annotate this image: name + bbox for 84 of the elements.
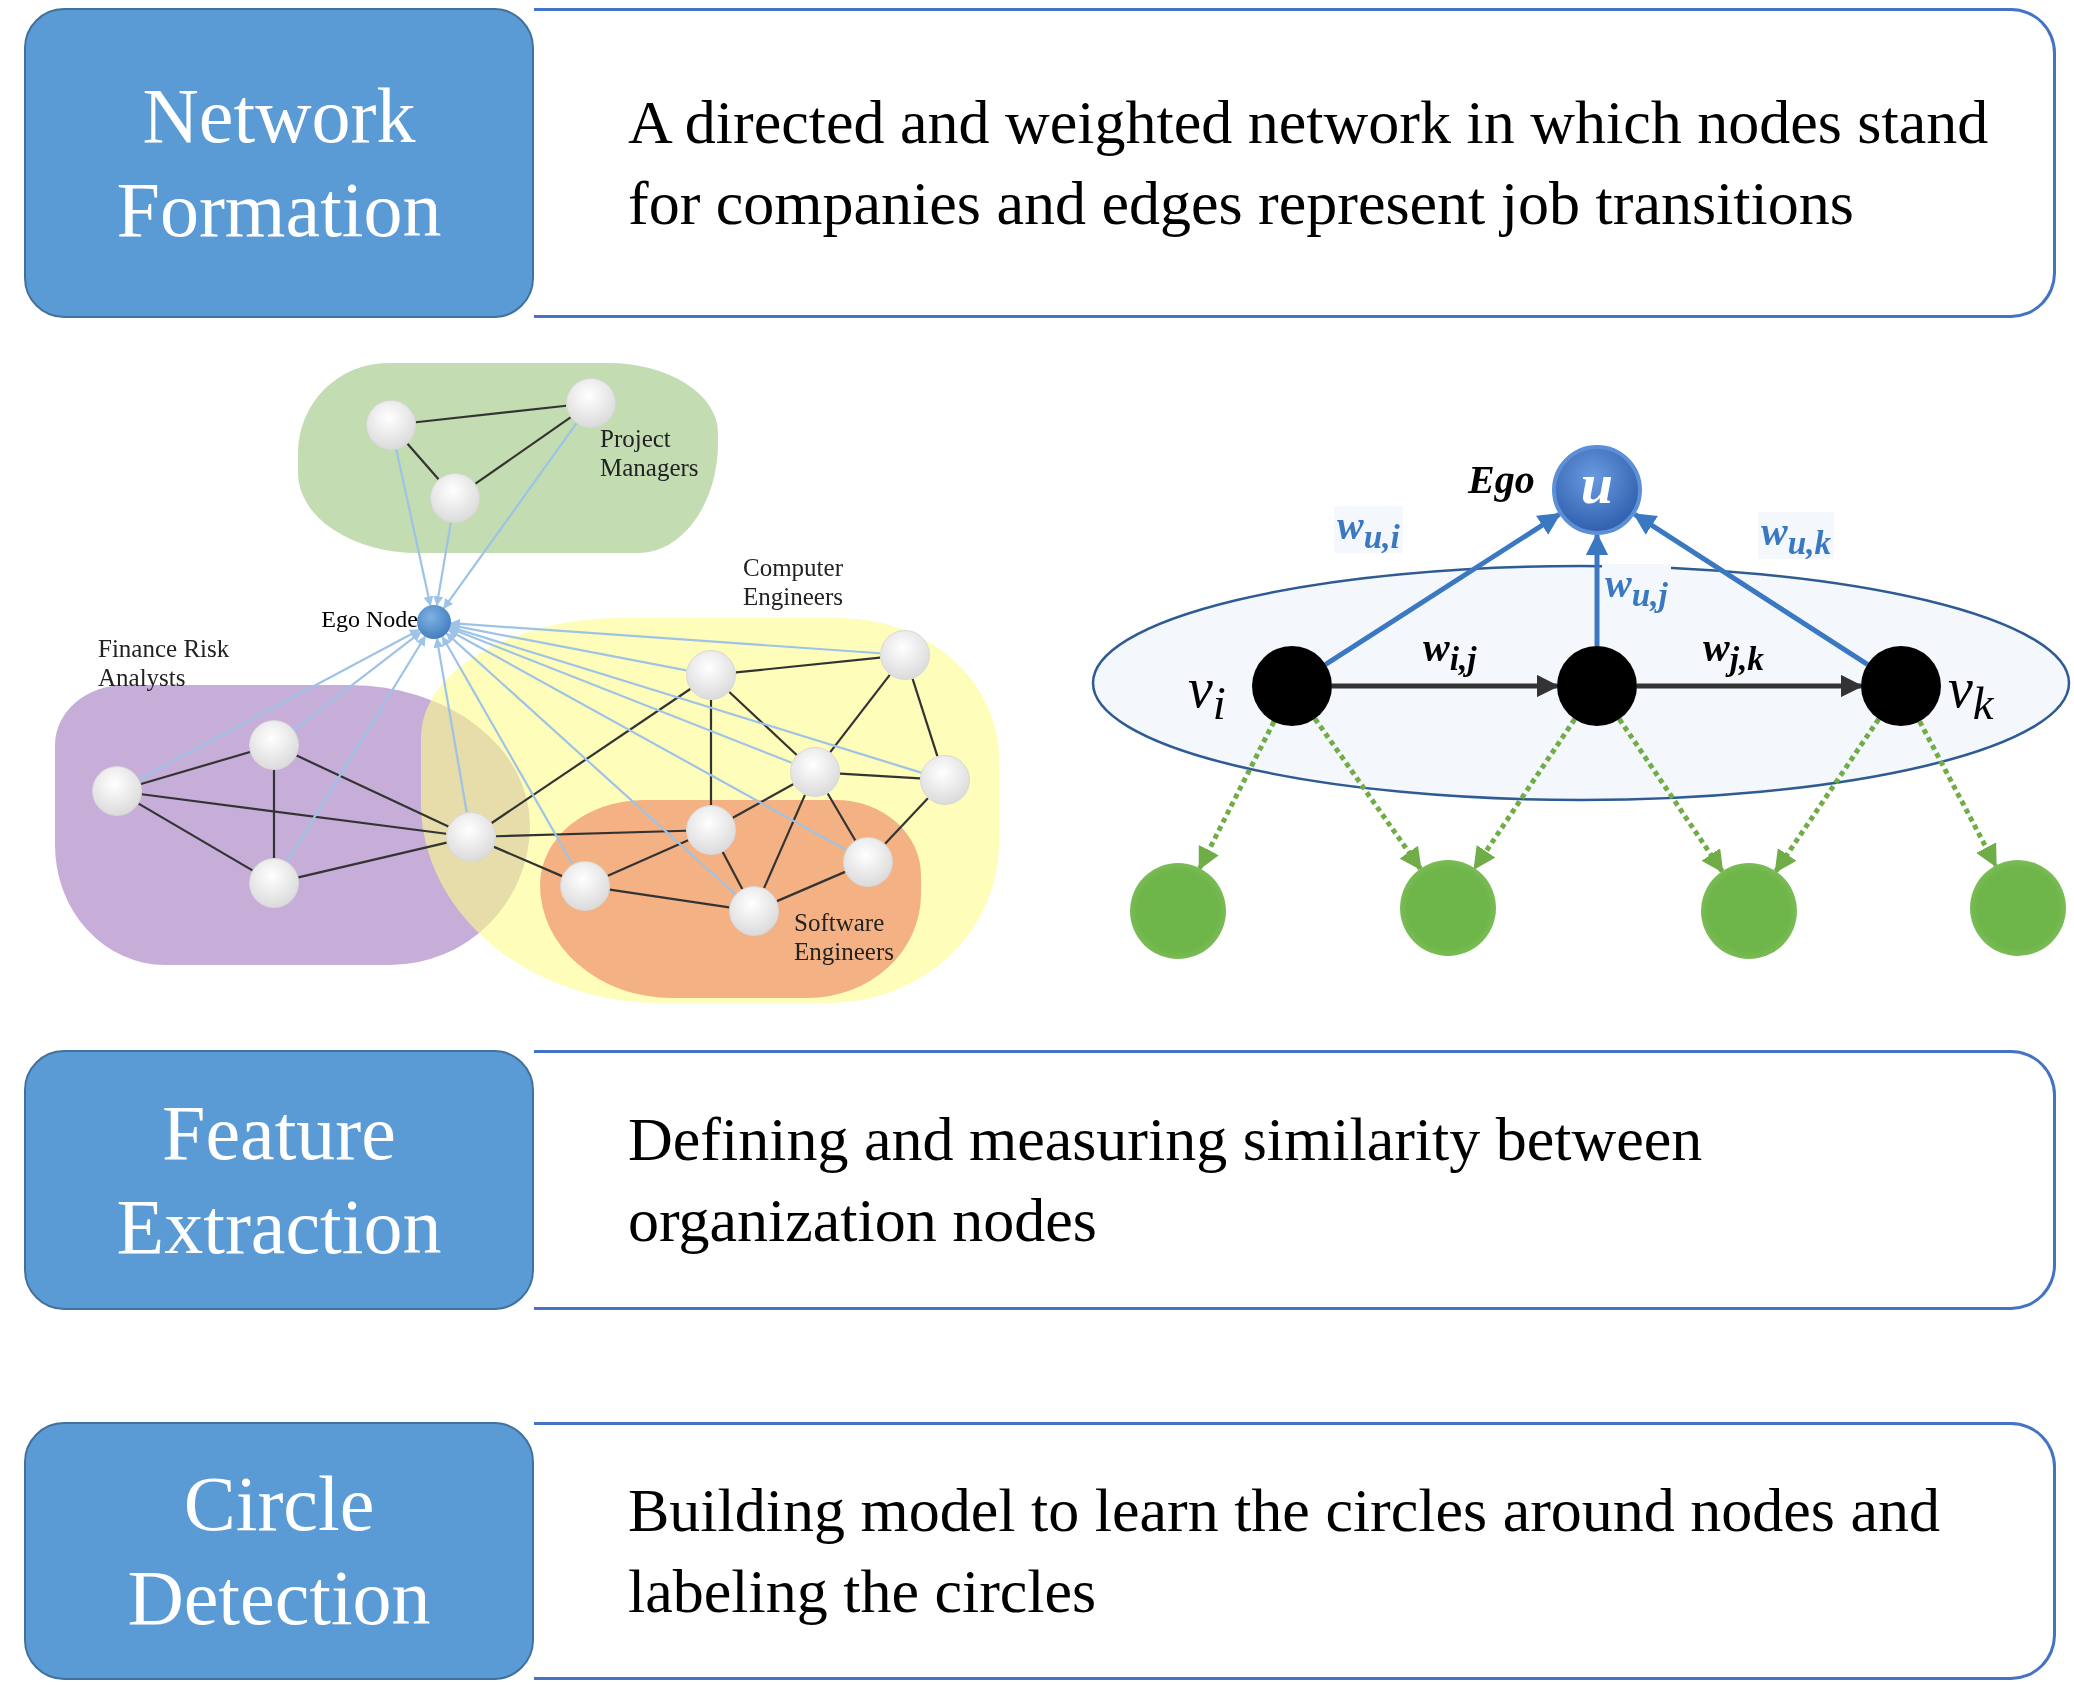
- arrow: [1585, 532, 1609, 646]
- arrow: [138, 629, 420, 781]
- node-circle: [843, 837, 893, 887]
- node-caption: Ego: [1468, 456, 1536, 504]
- step-box: Circle Detection: [24, 1422, 534, 1680]
- arrow: [286, 635, 427, 863]
- connector-line: [141, 793, 447, 835]
- connector-line: [296, 754, 449, 828]
- ego-node-circle: u: [1552, 445, 1642, 535]
- description-box: Defining and measuring similarity between organization nodes: [534, 1050, 2056, 1310]
- arrow: [1632, 512, 1869, 667]
- arrow: [449, 618, 881, 655]
- connector-line: [474, 416, 572, 485]
- node-circle: [686, 650, 736, 700]
- arrow: [1637, 674, 1864, 698]
- connector-line: [728, 691, 798, 756]
- connector-line: [272, 770, 276, 858]
- arrow: [1472, 717, 1577, 870]
- node-circle: [366, 400, 416, 450]
- node-caption: Ego Node: [320, 605, 418, 634]
- edge-label: w$_{u,k}$: [1758, 512, 1835, 560]
- connector-line: [839, 772, 921, 780]
- arrow: [395, 449, 434, 607]
- edge-label: w$_{u,i}$: [1334, 506, 1403, 554]
- node-circle: [566, 378, 616, 428]
- connector-line: [609, 888, 730, 909]
- connector-line: [732, 783, 794, 819]
- arrow: [1617, 717, 1725, 874]
- step-box: Feature Extraction: [24, 1050, 534, 1310]
- node-circle: [430, 473, 480, 523]
- cluster-label: Computer Engineers: [743, 554, 844, 612]
- connector-line: [735, 656, 881, 674]
- connector-line: [406, 443, 440, 480]
- connector-line: [415, 404, 567, 424]
- connector-line: [138, 802, 253, 872]
- connector-line: [298, 841, 447, 879]
- node-circle: [920, 755, 970, 805]
- connector-line: [763, 794, 806, 889]
- node-circle: [686, 805, 736, 855]
- arrow: [1197, 720, 1277, 871]
- arrow: [1773, 717, 1881, 874]
- connector-line: [493, 845, 563, 878]
- node-circle: [560, 861, 610, 911]
- connector-line: [826, 793, 857, 841]
- edge-label: w$_{u,j}$: [1602, 564, 1671, 612]
- arrow: [1324, 512, 1562, 667]
- arrow: [1917, 720, 1998, 868]
- connector-line: [911, 678, 939, 757]
- connector-line: [140, 750, 251, 786]
- description-box: Building model to learn the circles around nodes and labeling the circles: [534, 1422, 2056, 1680]
- arrow: [445, 632, 737, 896]
- connector-line: [709, 700, 713, 805]
- arrow: [443, 422, 578, 609]
- node-circle: [880, 630, 930, 680]
- connector-line: [776, 870, 846, 903]
- connector-line: [495, 829, 687, 838]
- arrow: [448, 626, 793, 764]
- connector-line: [829, 674, 891, 753]
- arrow: [449, 622, 687, 672]
- arrow: [441, 635, 574, 865]
- arrow: [293, 631, 422, 731]
- cluster-label: Finance Risk Analysts: [98, 635, 231, 693]
- connector-line: [884, 797, 929, 845]
- cluster-label: Project Managers: [600, 425, 700, 483]
- node-circle: [249, 858, 299, 908]
- arrow: [448, 629, 847, 851]
- connector-line: [491, 688, 691, 824]
- ego-node-circle: [417, 605, 451, 639]
- node-circle: [729, 886, 779, 936]
- node-circle: [790, 747, 840, 797]
- description-box: A directed and weighted network in which nodes stand for companies and edges represent job transitions: [534, 8, 2056, 318]
- connector-line: [607, 839, 689, 877]
- node-circle: [92, 766, 142, 816]
- node-caption: v$_{k}$: [1948, 656, 1995, 732]
- arrow: [1312, 717, 1423, 871]
- step-box: Network Formation: [24, 8, 534, 318]
- arrow: [449, 624, 922, 774]
- arrow: [433, 522, 452, 607]
- arrow: [1332, 674, 1560, 698]
- arrow: [433, 637, 468, 813]
- connector-line: [721, 851, 744, 890]
- node-circle: [249, 720, 299, 770]
- node-caption: v$_{i}$: [1188, 656, 1227, 732]
- cluster-label: Software Engineers: [794, 909, 895, 967]
